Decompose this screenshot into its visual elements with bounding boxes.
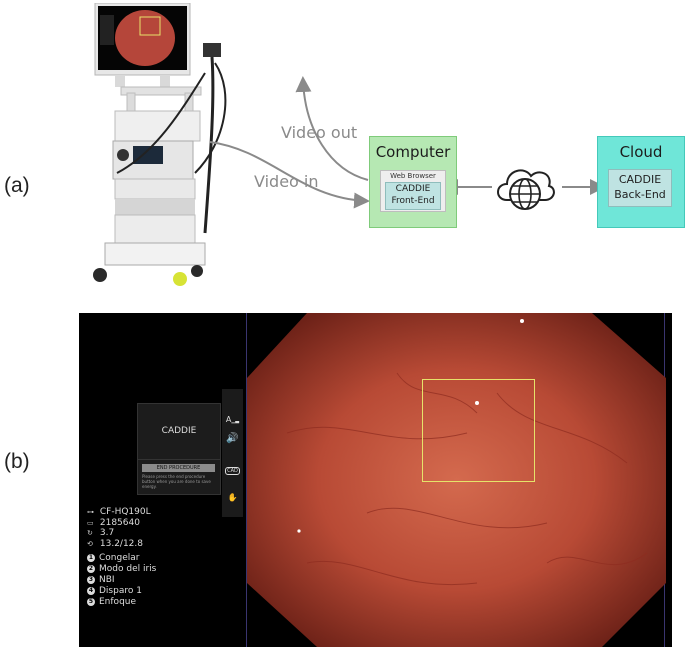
serial-number: 2185640 (99, 517, 140, 528)
colon-image (247, 313, 666, 647)
menu-label: Enfoque (99, 597, 137, 607)
end-procedure-panel: END PROCEDURE Please press the end proce… (137, 459, 221, 495)
menu-number: 3 (87, 576, 95, 584)
globe-cloud-icon (497, 169, 555, 210)
caddie-panel: CADDIE (137, 403, 221, 460)
menu-label: NBI (99, 575, 115, 585)
cad-icon[interactable]: CAD (222, 465, 243, 475)
detection-box (422, 379, 535, 482)
device-info-row: ↻ 3.7 (87, 528, 237, 539)
device-info-row: ⟲ 13.2/12.8 (87, 539, 237, 550)
text-size-icon[interactable]: A▁▃ (225, 415, 240, 424)
endoscopy-view-frame (246, 313, 666, 647)
menu-number: 2 (87, 565, 95, 573)
serial-icon: ▭ (87, 518, 94, 527)
menu-item[interactable]: 2 Modo del iris (87, 564, 237, 575)
menu-number: 4 (87, 587, 95, 595)
web-browser-box: Web Browser CADDIE Front-End (380, 170, 446, 212)
video-in-arrow (209, 141, 370, 209)
menu-label: Modo del iris (99, 564, 157, 574)
text-size-label: A (225, 415, 232, 424)
caddie-title: CADDIE (161, 426, 197, 436)
panel-a-label: (a) (4, 174, 30, 197)
menu-item[interactable]: 4 Disparo 1 (87, 586, 237, 597)
endoscopy-screen: CADDIE END PROCEDURE Please press the en… (79, 313, 672, 647)
device-info-row: ▭ 2185640 (87, 518, 237, 529)
caddie-back-end-line2: Back-End (614, 188, 666, 201)
ratio-value: 13.2/12.8 (99, 538, 143, 549)
caddie-back-end-line1: CADDIE (618, 173, 662, 186)
computer-title: Computer (375, 143, 451, 161)
caddie-front-end-box: CADDIE Front-End (385, 182, 441, 210)
caddie-front-end-line2: Front-End (391, 196, 435, 206)
end-procedure-note: Please press the end procedure button wh… (142, 474, 211, 489)
rotate-icon: ↻ (87, 529, 93, 537)
menu-label: Congelar (99, 553, 140, 563)
scope-icon: ⊶ (87, 508, 94, 516)
panel-b-label: (b) (4, 450, 30, 473)
menu-item[interactable]: 1 Congelar (87, 553, 237, 564)
menu-item[interactable]: 3 NBI (87, 575, 237, 586)
video-out-label: Video out (281, 123, 358, 142)
side-toolbar: A▁▃ 🔊 CAD ✋ (222, 389, 243, 517)
video-in-label: Video in (254, 172, 319, 191)
caddie-front-end-line1: CADDIE (395, 184, 431, 194)
menu-number: 5 (87, 598, 95, 606)
cloud-title: Cloud (619, 143, 663, 161)
hand-icon[interactable]: ✋ (227, 493, 238, 502)
device-info-row: ⊶ CF-HQ190L (87, 507, 237, 518)
device-info-list: ⊶ CF-HQ190L ▭ 2185640 ↻ 3.7 ⟲ 13.2/12.8 … (87, 507, 237, 608)
menu-label: Disparo 1 (99, 586, 142, 596)
scope-model: CF-HQ190L (99, 507, 151, 517)
caddie-back-end-box: CADDIE Back-End (608, 169, 672, 207)
cloud-box: Cloud CADDIE Back-End (597, 136, 685, 228)
menu-number: 1 (87, 554, 95, 562)
speaker-icon[interactable]: 🔊 (226, 433, 239, 444)
rotation-value: 3.7 (99, 528, 115, 538)
cad-label: CAD (225, 467, 240, 475)
menu-item[interactable]: 5 Enfoque (87, 597, 237, 608)
computer-box: Computer Web Browser CADDIE Front-End (369, 136, 457, 228)
endoscopy-stack-illustration (93, 3, 227, 286)
ratio-icon: ⟲ (87, 539, 93, 548)
video-out-arrow (295, 76, 369, 181)
end-procedure-button[interactable]: END PROCEDURE (142, 464, 215, 472)
web-browser-title: Web Browser (390, 172, 436, 180)
